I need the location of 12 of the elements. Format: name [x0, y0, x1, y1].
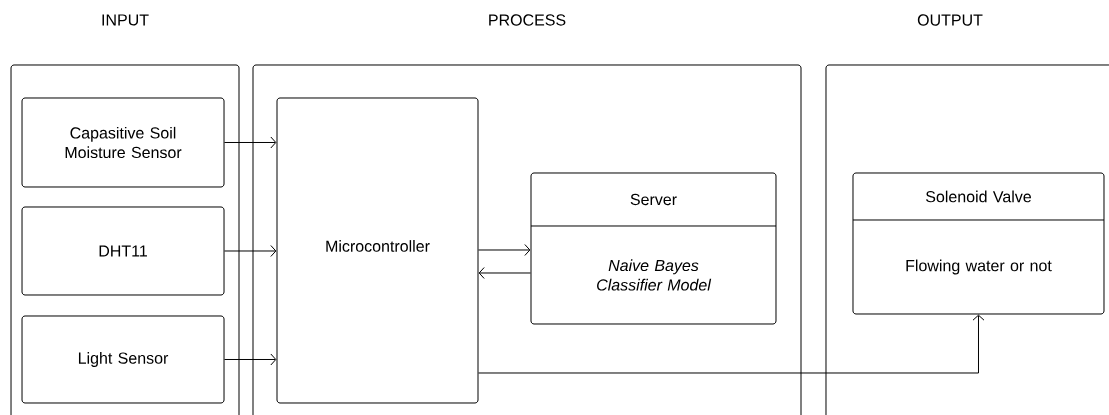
- arrow: [478, 244, 531, 256]
- microcontroller-box: Microcontroller: [276, 97, 479, 404]
- arrow: [224, 136, 277, 149]
- server-box: Server Naive Bayes Classifier Model: [530, 172, 777, 325]
- sensor-box: Light Sensor: [21, 315, 225, 404]
- sensor-box: Capasitive Soil Moisture Sensor: [21, 97, 225, 188]
- valve-box: Solenoid Valve Flowing water or not: [852, 172, 1105, 315]
- arrow: [224, 353, 277, 366]
- arrow: [478, 314, 985, 374]
- sensor-box: DHT11: [21, 206, 225, 296]
- arrow: [478, 267, 531, 279]
- arrow: [224, 245, 277, 257]
